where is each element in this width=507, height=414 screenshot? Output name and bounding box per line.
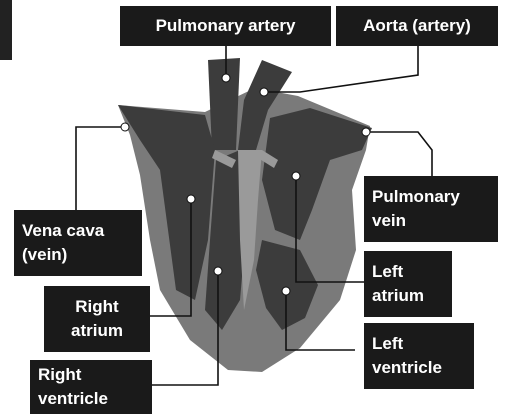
marker-left-ventricle <box>282 287 290 295</box>
label-pulmonary-vein: Pulmonary vein <box>364 176 498 242</box>
label-aorta: Aorta (artery) <box>336 6 498 46</box>
leader-pulmonary-vein <box>366 132 432 176</box>
label-left-ventricle: Left ventricle <box>364 323 474 389</box>
label-pulmonary-artery: Pulmonary artery <box>120 6 331 46</box>
marker-pulmonary-artery <box>222 74 230 82</box>
label-vena-cava: Vena cava (vein) <box>14 210 142 276</box>
label-right-ventricle: Right ventricle <box>30 360 152 414</box>
marker-left-atrium <box>292 172 300 180</box>
marker-right-atrium <box>187 195 195 203</box>
pulmonary-artery-vessel <box>208 58 240 150</box>
leader-aorta <box>264 46 418 92</box>
label-left-atrium: Left atrium <box>364 251 452 317</box>
marker-right-ventricle <box>214 267 222 275</box>
leader-vena-cava <box>76 127 125 210</box>
marker-pulmonary-vein <box>362 128 370 136</box>
marker-vena-cava <box>121 123 129 131</box>
marker-aorta <box>260 88 268 96</box>
label-right-atrium: Right atrium <box>44 286 150 352</box>
